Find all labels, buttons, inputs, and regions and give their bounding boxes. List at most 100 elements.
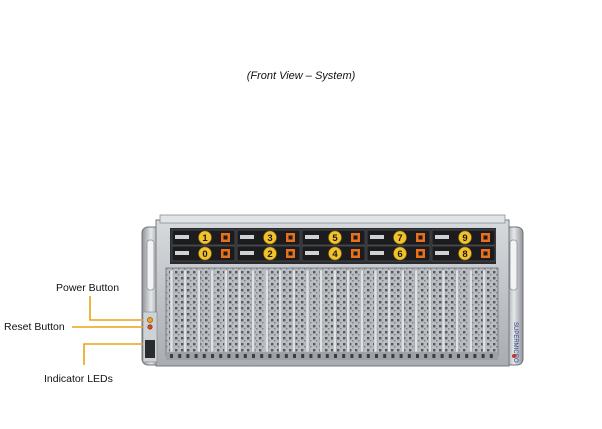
drive-bay-5[interactable]: 5 [301,229,366,246]
bay-number-label: 1 [202,233,208,244]
vent-divider [265,269,269,353]
bottom-slot [268,354,272,358]
bottom-slot [276,354,280,358]
vent-divider [401,269,405,353]
vent-divider [346,269,350,353]
bottom-slot [170,354,173,358]
bay-number-label: 0 [202,249,207,260]
bottom-slot [227,354,231,358]
vent-divider [278,269,282,353]
bottom-slot [260,354,264,358]
bay-number-label: 4 [332,249,338,260]
bay-number-label: 7 [397,233,402,244]
bottom-slot [407,354,411,358]
bay-number-label: 9 [462,233,467,244]
bottom-slot [457,354,460,358]
bottom-slot [465,354,469,358]
vent-divider [292,269,296,353]
bottom-slot [309,354,313,358]
vent-divider [183,269,187,353]
bottom-slot [383,354,387,358]
bay-number-badge [198,246,212,261]
bay-number-badge [393,230,407,245]
power-button[interactable] [147,317,153,323]
bottom-slot [489,354,493,358]
bottom-slot [334,354,337,358]
bottom-slot [252,354,255,358]
drive-bay-6[interactable]: 6 [366,245,431,262]
bottom-slot [424,354,428,358]
bottom-slot [235,354,239,358]
bay-number-label: 6 [397,249,402,260]
drive-bay-area: 1 0 3 2 5 4 7 6 9 8 [170,228,496,264]
vent-divider [224,269,228,353]
vent-divider [251,269,255,353]
bottom-slot [284,354,288,358]
vent-divider [305,269,310,353]
bottom-slot [481,354,485,358]
bottom-slot [358,354,362,358]
bay-number-badge [328,230,342,245]
bay-number-label: 8 [462,249,467,260]
vent-divider [333,269,337,353]
drive-bay-2[interactable]: 2 [236,245,301,262]
bottom-slot [473,354,477,358]
bottom-slot [391,354,395,358]
brand-dot [512,354,516,358]
drive-bay-9[interactable]: 9 [431,229,496,246]
bottom-slot [186,354,190,358]
bottom-slot [366,354,370,358]
bay-number-badge [198,230,212,245]
bottom-slot [219,354,223,358]
drive-bay-8[interactable]: 8 [431,245,496,262]
bottom-slot [194,354,198,358]
vent-divider [469,269,473,353]
bottom-slot [399,354,403,358]
bay-number-badge [458,230,472,245]
power-button-label: Power Button [56,282,120,294]
bottom-slot [317,354,321,358]
drive-bay-3[interactable]: 3 [236,229,301,246]
vent-divider [196,269,201,353]
bay-number-badge [393,246,407,261]
vent-divider [373,269,378,353]
bottom-slot [448,354,452,358]
vent-divider [387,269,391,353]
vent-divider [482,269,486,353]
power-callout-line [89,296,143,321]
bottom-slot [243,354,247,358]
bottom-slot [301,354,305,358]
drive-bay-1[interactable]: 1 [171,229,236,246]
vent-divider [237,269,242,353]
control-panel [142,311,158,363]
indicator-leds-label: Indicator LEDs [44,373,113,385]
bay-number-badge [263,246,277,261]
bottom-slot [211,354,214,358]
bottom-slot [350,354,354,358]
bottom-slot [432,354,436,358]
bottom-slot [178,354,182,358]
vent-divider [360,269,364,353]
bay-number-label: 3 [267,233,272,244]
bay-number-badge [458,246,472,261]
bottom-slot [202,354,206,358]
reset-button[interactable] [147,324,153,330]
bottom-slot [375,354,378,358]
vent-divider [169,269,174,353]
reset-button-label: Reset Button [4,321,65,333]
bay-number-label: 5 [332,233,338,244]
vent-divider [319,269,323,353]
bottom-slot [416,354,419,358]
drive-bay-7[interactable]: 7 [366,229,431,246]
bay-number-label: 2 [267,249,272,260]
bottom-slot [440,354,444,358]
drive-bay-0[interactable]: 0 [171,245,236,262]
bottom-slot [325,354,329,358]
drive-bay-4[interactable]: 4 [301,245,366,262]
bottom-slot [293,354,296,358]
vent-divider [210,269,215,353]
vent-divider [428,269,432,353]
brand-logo: SUPERMICRO [512,322,518,363]
vent-divider [455,269,459,353]
